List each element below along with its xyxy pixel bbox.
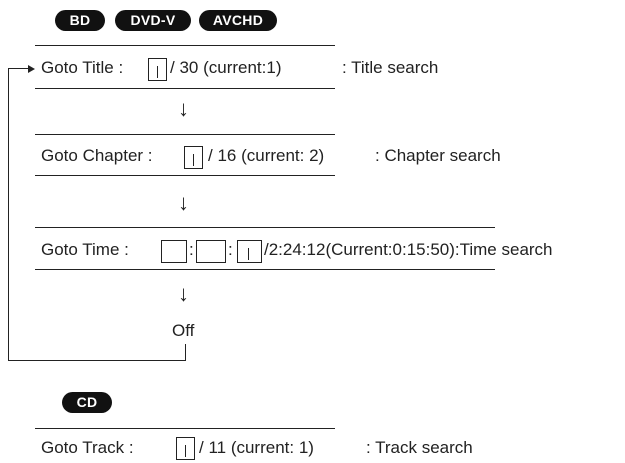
chapter-row-desc: : Chapter search	[375, 146, 501, 165]
title-row-bottom-rule	[35, 88, 335, 89]
title-row-total: / 30 (current:1)	[170, 58, 282, 77]
track-input-cursor	[185, 445, 186, 457]
loop-arrow-head-icon	[28, 65, 35, 73]
time-separator-1: :	[189, 240, 194, 259]
loop-line-vertical	[8, 68, 9, 360]
loop-line-top	[8, 68, 30, 69]
dvd-v-badge: DVD-V	[115, 10, 191, 31]
off-label: Off	[172, 321, 195, 340]
track-row-top-rule	[35, 428, 335, 429]
title-row-top-rule	[35, 45, 335, 46]
time-row-label: Goto Time :	[41, 240, 129, 259]
title-input-cursor	[157, 66, 158, 78]
chapter-input-cursor	[193, 154, 194, 166]
time-row-bottom-rule	[35, 269, 495, 270]
time-hours-input[interactable]	[161, 240, 187, 263]
loop-line-from-off	[185, 344, 186, 361]
down-arrow-icon: ↓	[178, 96, 189, 121]
bd-badge: BD	[55, 10, 105, 31]
chapter-row-top-rule	[35, 134, 335, 135]
title-row-label: Goto Title :	[41, 58, 124, 77]
loop-line-bottom	[8, 360, 186, 361]
time-seconds-input[interactable]	[237, 240, 262, 263]
chapter-row-total: / 16 (current: 2)	[208, 146, 325, 165]
down-arrow-icon: ↓	[178, 190, 189, 215]
avchd-badge: AVCHD	[199, 10, 277, 31]
down-arrow-icon: ↓	[178, 281, 189, 306]
time-separator-2: :	[228, 240, 233, 259]
time-row-top-rule	[35, 227, 495, 228]
chapter-row-bottom-rule	[35, 175, 335, 176]
track-row-total: / 11 (current: 1)	[199, 438, 314, 457]
time-input-cursor	[248, 248, 249, 260]
track-row-desc: : Track search	[366, 438, 473, 457]
track-row-label: Goto Track :	[41, 438, 134, 457]
chapter-row-label: Goto Chapter :	[41, 146, 153, 165]
time-row-total: /2:24:12(Current:0:15:50):Time search	[264, 240, 553, 259]
time-minutes-input[interactable]	[196, 240, 226, 263]
title-row-desc: : Title search	[342, 58, 439, 77]
cd-badge: CD	[62, 392, 112, 413]
